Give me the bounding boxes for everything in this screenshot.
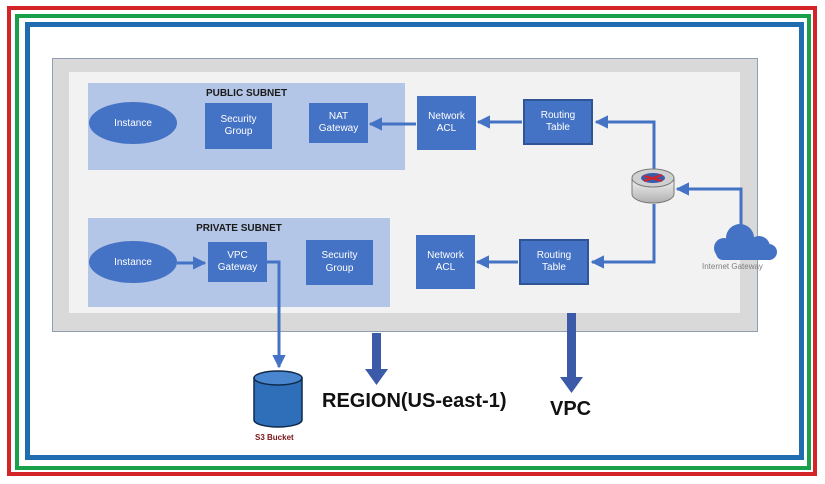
s3-bucket-label: S3 Bucket: [255, 433, 294, 442]
vpc-arrow: [560, 313, 583, 393]
arrow-vpc-gateway-to-s3: [267, 260, 286, 369]
outer-red-border: [7, 6, 817, 476]
router-icon: [631, 168, 675, 204]
s3-bucket-icon: [253, 370, 303, 428]
outer-green-border: [15, 14, 811, 470]
private-network-acl: Network ACL: [416, 235, 475, 289]
nat-gateway: NAT Gateway: [309, 103, 368, 143]
cloud-icon: [714, 224, 777, 260]
private-instance: Instance: [89, 241, 177, 283]
internet-gateway-label: Internet Gateway: [702, 262, 763, 271]
arrow-igw-to-router: [675, 182, 743, 228]
region-arrow: [365, 333, 388, 385]
arrow-router-to-private-rt: [590, 204, 656, 269]
public-subnet-title: PUBLIC SUBNET: [205, 88, 288, 99]
private-security-group: Security Group: [306, 240, 373, 285]
private-routing-table: Routing Table: [519, 239, 589, 285]
region-label: REGION(US-east-1): [322, 390, 507, 412]
vpc-gateway: VPC Gateway: [208, 242, 267, 282]
private-subnet-title: PRIVATE SUBNET: [196, 223, 282, 234]
outer-blue-border: [25, 22, 804, 460]
public-instance: Instance: [89, 102, 177, 144]
vpc-label: VPC: [550, 398, 592, 420]
public-network-acl: Network ACL: [417, 96, 476, 150]
public-routing-table: Routing Table: [523, 99, 593, 145]
public-security-group: Security Group: [205, 103, 272, 149]
arrow-router-to-public-rt: [594, 115, 656, 172]
